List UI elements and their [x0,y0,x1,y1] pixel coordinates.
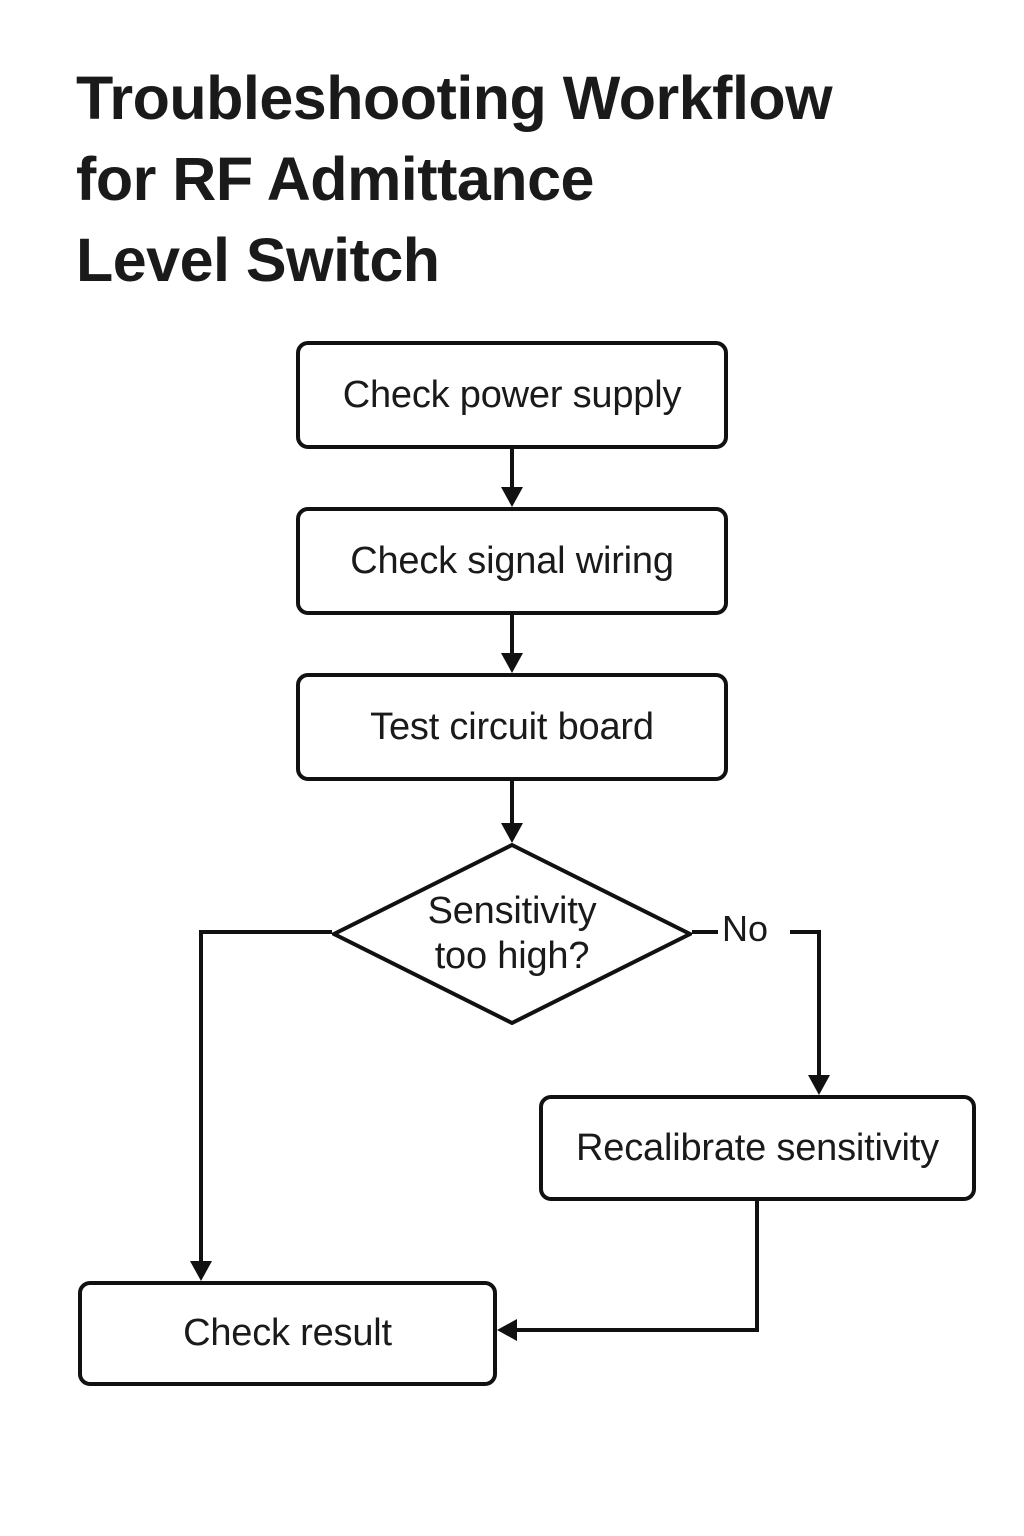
edge-power-to-wiring [501,449,523,507]
edge-decision-to-recalibrate-no [692,930,830,1095]
flow-node-label: Check power supply [342,373,682,416]
flow-node-check-result[interactable]: Check result [78,1281,497,1386]
flow-node-label: Recalibrate sensitivity [576,1126,939,1169]
edge-wiring-to-board [501,615,523,673]
edge-label-no: No [718,911,773,947]
edge-decision-to-result-left [190,930,332,1281]
edge-recalibrate-to-result [497,1201,759,1341]
flow-node-label: Test circuit board [370,705,654,748]
flow-node-decision-sensitivity-too-high[interactable]: Sensitivity too high? [332,843,692,1025]
flow-node-label: Check signal wiring [350,539,674,582]
flow-node-check-signal-wiring[interactable]: Check signal wiring [296,507,728,615]
flow-node-recalibrate-sensitivity[interactable]: Recalibrate sensitivity [539,1095,976,1201]
diamond-shape-icon [332,843,692,1025]
page-title: Troubleshooting Workflow for RF Admittan… [76,64,833,294]
flow-node-check-power-supply[interactable]: Check power supply [296,341,728,449]
edge-board-to-decision [501,781,523,843]
flow-node-label: Sensitivity too high? [427,890,597,977]
flow-node-label: Check result [183,1312,392,1355]
flow-node-test-circuit-board[interactable]: Test circuit board [296,673,728,781]
